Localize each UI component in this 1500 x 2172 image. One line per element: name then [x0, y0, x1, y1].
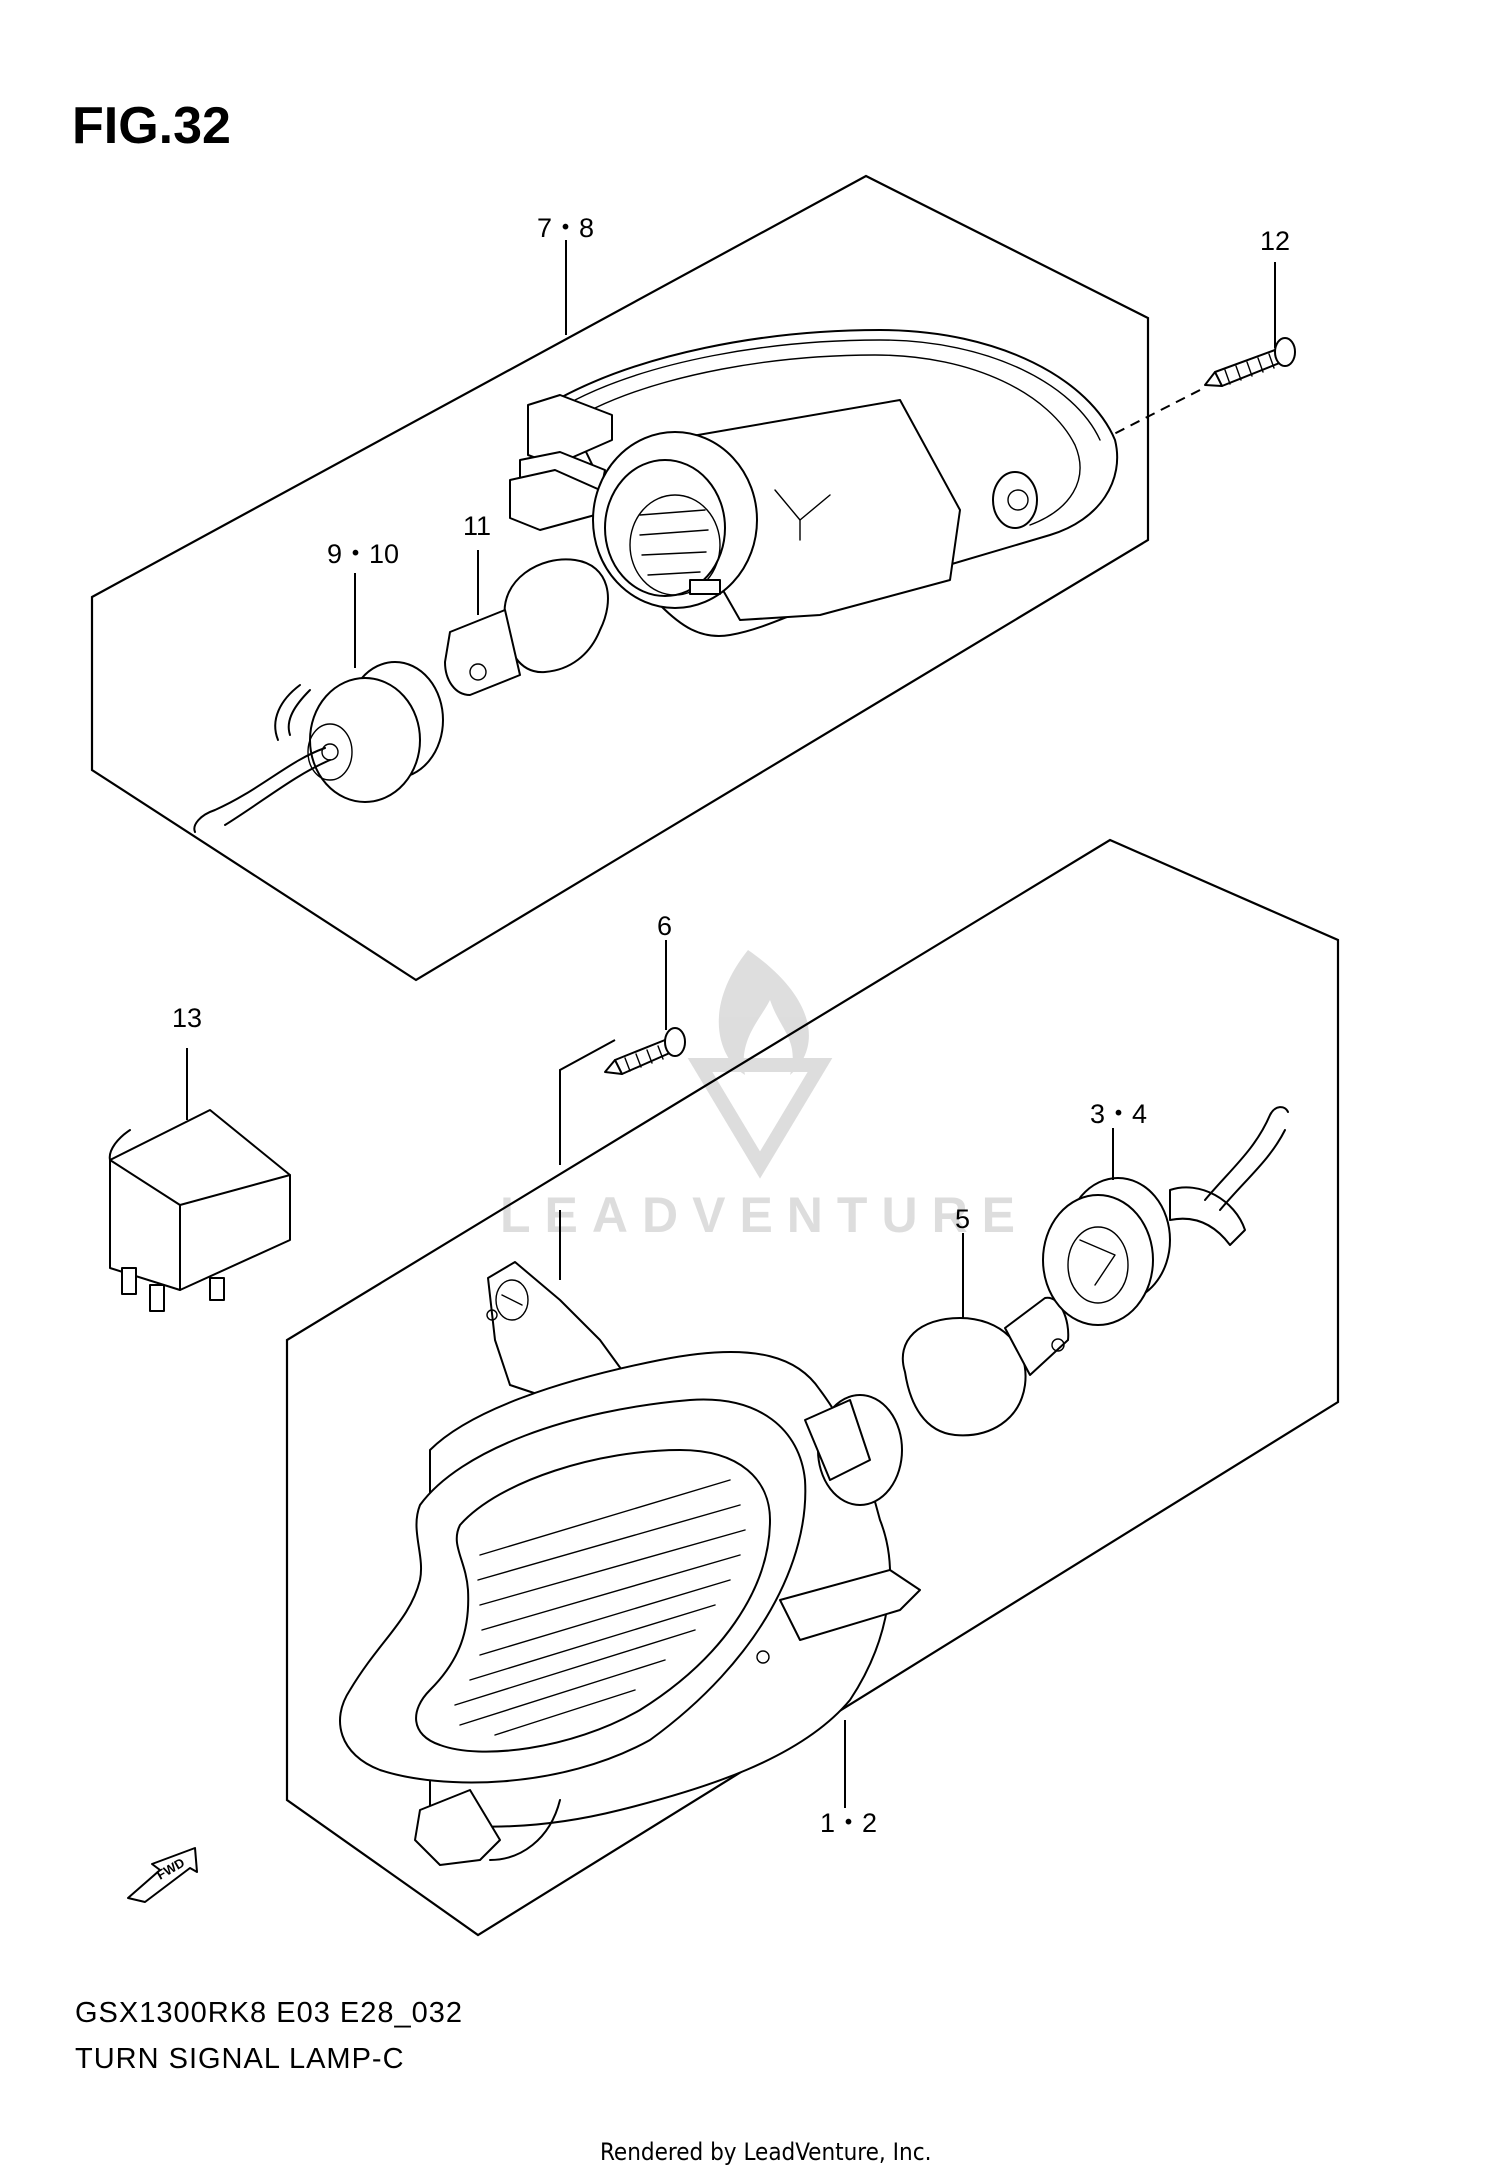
section-name: TURN SIGNAL LAMP-C	[75, 2043, 405, 2075]
callout-13: 13	[172, 1003, 202, 1033]
upper-assembly-box	[90, 174, 1150, 982]
front-bulb	[901, 1296, 1070, 1437]
front-bulb-socket	[1042, 1106, 1289, 1326]
rear-mounting-screw	[1204, 337, 1296, 387]
watermark-logo: LEADVENTURE	[500, 950, 1029, 1243]
callout-6: 6	[657, 911, 672, 941]
fwd-direction-marker: FWD	[127, 1847, 198, 1903]
turn-signal-relay	[108, 1048, 291, 1312]
rear-turn-signal-housing	[509, 329, 1119, 637]
callout-12: 12	[1260, 226, 1290, 256]
front-turn-signal-housing	[339, 1261, 921, 1866]
front-mounting-screw	[604, 1027, 686, 1075]
rear-bulb-socket	[193, 661, 444, 833]
figure-title: FIG.32	[72, 97, 231, 155]
rendered-by-credit: Rendered by LeadVenture, Inc.	[600, 2138, 931, 2166]
rear-bulb	[444, 558, 609, 696]
callout-3-4: 3・4	[1090, 1099, 1147, 1129]
callout-7-8: 7・8	[537, 213, 594, 243]
callout-1-2: 1・2	[820, 1808, 877, 1838]
callout-11: 11	[463, 511, 491, 541]
lower-assembly-group	[285, 838, 1340, 1937]
lower-assembly-box	[285, 838, 1340, 1937]
model-code: GSX1300RK8 E03 E28_032	[75, 1997, 463, 2029]
callout-9-10: 9・10	[327, 539, 399, 569]
watermark-text: LEADVENTURE	[500, 1187, 1029, 1243]
callout-5: 5	[955, 1204, 970, 1234]
upper-assembly-group	[90, 174, 1296, 982]
